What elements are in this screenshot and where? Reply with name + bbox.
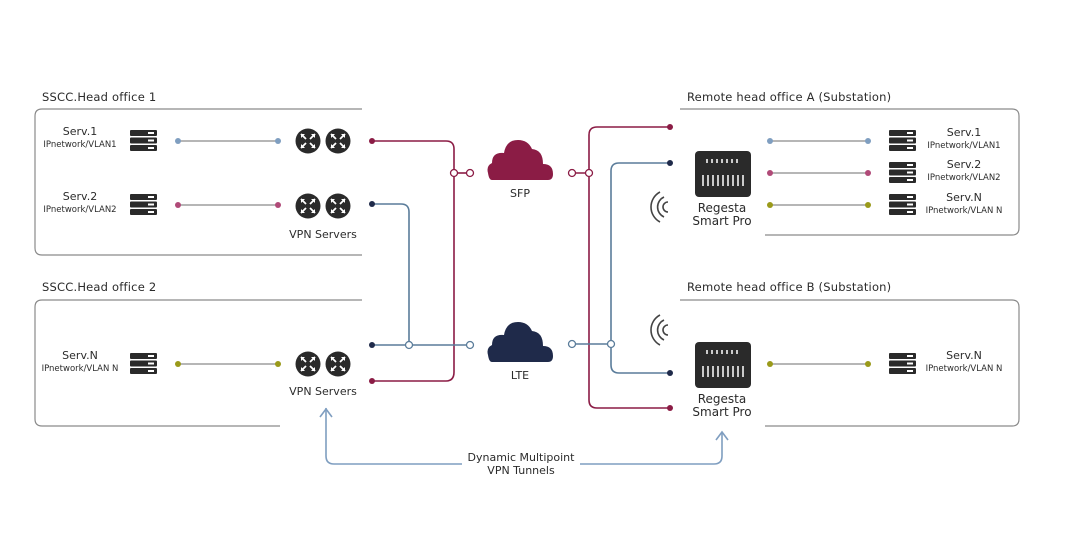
remote-b-device-line2: Smart Pro	[692, 405, 751, 419]
ra-vlann-dot	[767, 202, 773, 208]
crimson-trunk-left	[372, 140, 455, 382]
rb-server-n-name: Serv.N	[946, 349, 982, 362]
ho2-vlann-dot	[275, 361, 281, 367]
tunnel-label-line2: VPN Tunnels	[487, 464, 555, 477]
router-icon	[694, 341, 752, 389]
cloud-icon	[487, 140, 553, 180]
head-office-1-title: SSCC.Head office 1	[42, 90, 156, 104]
remote-a-crimson-port	[667, 124, 673, 130]
tunnel-line-right	[580, 433, 723, 465]
ho2-vpn-label: VPN Servers	[289, 385, 357, 398]
server-icon	[889, 162, 916, 183]
server-icon	[130, 130, 157, 151]
remote-b-title: Remote head office B (Substation)	[687, 280, 891, 294]
tunnel-label-line1: Dynamic Multipoint	[468, 451, 576, 464]
ra-vlan2-dot	[767, 170, 773, 176]
vpn-server-icon	[294, 127, 322, 155]
sfp-port-left	[465, 168, 475, 178]
blue-trunk-right	[610, 162, 670, 374]
ra-server-1-name: Serv.1	[947, 126, 981, 139]
wireless-signal-icon	[650, 191, 669, 223]
rb-vlann-dot	[865, 361, 871, 367]
ra-vlan1-dot	[767, 138, 773, 144]
rb-server-n-network: IPnetwork/VLAN N	[926, 364, 1003, 374]
ra-server-2-network: IPnetwork/VLAN2	[927, 173, 1000, 183]
remote-a-title: Remote head office A (Substation)	[687, 90, 891, 104]
lte-label: LTE	[511, 369, 529, 382]
remote-a-blue-port	[667, 160, 673, 166]
sfp-label: SFP	[510, 187, 530, 200]
crimson-trunk-right	[588, 126, 670, 409]
wireless-signal-icon	[650, 314, 669, 346]
head-office-2-title: SSCC.Head office 2	[42, 280, 156, 294]
server-icon	[889, 130, 916, 151]
ho1-vlan2-dot	[175, 202, 181, 208]
remote-b-device-line1: Regesta	[698, 392, 747, 406]
remote-b-box	[680, 299, 1020, 427]
ho1-server-2-network: IPnetwork/VLAN2	[43, 205, 116, 215]
ra-server-2-name: Serv.2	[947, 158, 981, 171]
vpn-server-icon	[294, 192, 322, 220]
head-office-2-box	[34, 299, 362, 427]
ra-server-1-network: IPnetwork/VLAN1	[927, 141, 1000, 151]
cloud-icon	[487, 322, 553, 362]
blue-trunk-left	[372, 203, 410, 345]
ra-vlan1-dot	[865, 138, 871, 144]
router-icon	[694, 150, 752, 198]
server-icon	[889, 194, 916, 215]
ra-server-n-network: IPnetwork/VLAN N	[926, 206, 1003, 216]
ho2-crimson-port	[369, 378, 375, 384]
remote-b-blue-port	[667, 370, 673, 376]
remote-a-device-line1: Regesta	[698, 201, 747, 215]
lte-junction-right	[606, 339, 616, 349]
vpn-server-icon	[324, 350, 352, 378]
server-icon	[889, 353, 916, 374]
ho1-server-2-name: Serv.2	[63, 190, 97, 203]
ho1-crimson-port	[369, 138, 375, 144]
lte-junction	[404, 340, 414, 350]
ho1-server-1-network: IPnetwork/VLAN1	[43, 140, 116, 150]
head-office-1-box	[34, 108, 362, 256]
ho2-vlann-dot	[175, 361, 181, 367]
lte-port-right	[567, 339, 577, 349]
ho1-server-1-name: Serv.1	[63, 125, 97, 138]
arrow-up-icon	[319, 407, 333, 418]
vpn-server-icon	[324, 127, 352, 155]
ho1-vlan1-dot	[175, 138, 181, 144]
server-icon	[130, 194, 157, 215]
vpn-server-icon	[294, 350, 322, 378]
vpn-server-icon	[324, 192, 352, 220]
remote-a-box	[680, 108, 1020, 236]
ho2-server-n-network: IPnetwork/VLAN N	[42, 364, 119, 374]
server-icon	[130, 353, 157, 374]
tunnel-line-left	[325, 408, 462, 465]
lte-port-left	[465, 340, 475, 350]
ra-server-n-name: Serv.N	[946, 191, 982, 204]
ho1-vpn-label: VPN Servers	[289, 228, 357, 241]
remote-a-device-line2: Smart Pro	[692, 214, 751, 228]
arrow-up-icon	[715, 430, 729, 441]
ho2-server-n-name: Serv.N	[62, 349, 98, 362]
rb-vlann-dot	[767, 361, 773, 367]
ra-vlan2-dot	[865, 170, 871, 176]
ho1-vlan1-dot	[275, 138, 281, 144]
sfp-junction-right	[584, 168, 594, 178]
ho1-blue-port	[369, 201, 375, 207]
ra-vlann-dot	[865, 202, 871, 208]
sfp-port-right	[567, 168, 577, 178]
sfp-junction	[449, 168, 459, 178]
ho2-blue-port	[369, 342, 375, 348]
ho1-vlan2-dot	[275, 202, 281, 208]
remote-b-crimson-port	[667, 405, 673, 411]
